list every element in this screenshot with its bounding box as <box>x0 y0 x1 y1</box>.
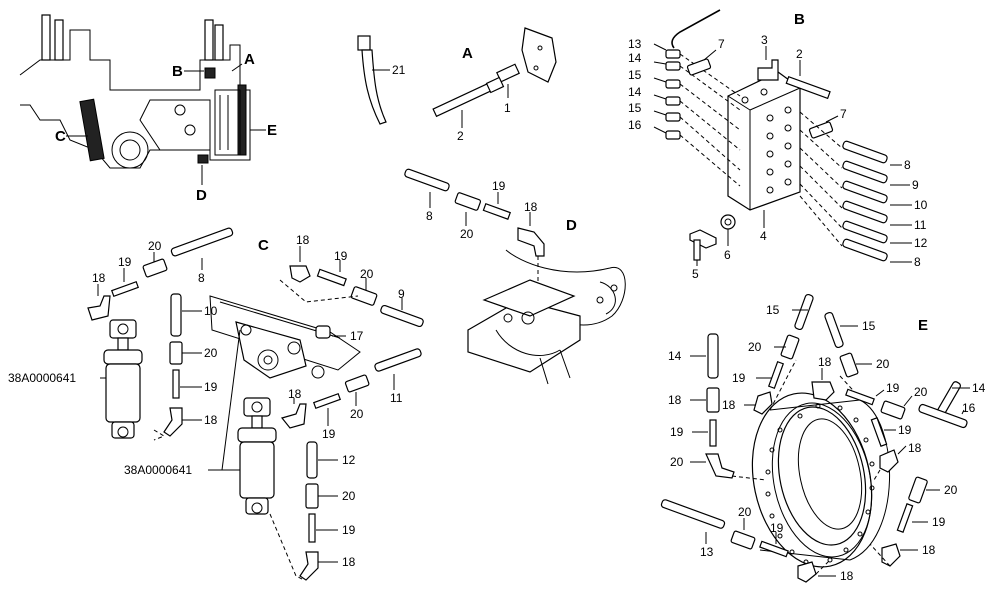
label-c-9: 9 <box>398 287 405 301</box>
label-c-18a: 18 <box>92 271 106 285</box>
ring-bolt-holes <box>765 403 875 565</box>
label-e-19e: 19 <box>670 425 684 439</box>
label-e-14a: 14 <box>668 349 682 363</box>
label-e-20f: 20 <box>738 505 752 519</box>
label-e-18b: 18 <box>818 355 832 369</box>
label-c-20e: 20 <box>342 489 356 503</box>
overview-markers: B A C E D <box>55 51 277 204</box>
label-e-18e: 20 <box>670 455 684 469</box>
section-a: A 2 1 <box>432 27 557 143</box>
label-e-18c: 18 <box>908 441 922 455</box>
marker-b: B <box>172 63 183 80</box>
label-d-20: 20 <box>460 227 474 241</box>
section-d: D 8 20 19 18 <box>404 168 626 385</box>
manifold-ports <box>766 106 792 194</box>
label-e-19f: 19 <box>770 521 784 535</box>
label-a-2: 2 <box>457 129 464 143</box>
label-e-14b: 14 <box>972 381 986 395</box>
label-e-19c: 19 <box>898 423 912 437</box>
label-b-10: 10 <box>914 198 928 212</box>
label-b-8b: 8 <box>914 255 921 269</box>
label-c-20b: 20 <box>360 267 374 281</box>
label-b-14a: 14 <box>628 51 642 65</box>
label-e-20e: 18 <box>668 393 682 407</box>
label-b-12: 12 <box>914 236 928 250</box>
marker-a: A <box>244 51 255 68</box>
label-e-19b: 19 <box>886 381 900 395</box>
label-d-8: 8 <box>426 209 433 223</box>
label-b-7a: 7 <box>718 37 725 51</box>
label-c-8: 8 <box>198 271 205 285</box>
label-b-7b: 7 <box>840 107 847 121</box>
label-e-19d: 19 <box>932 515 946 529</box>
label-b-6: 6 <box>724 248 731 262</box>
label-e-20b: 20 <box>876 357 890 371</box>
marker-e: E <box>267 122 277 139</box>
section-a-title: A <box>462 45 473 62</box>
label-c-17: 17 <box>350 329 364 343</box>
label-b-3: 3 <box>761 33 768 47</box>
label-b-13: 13 <box>628 37 642 51</box>
cylinder-left <box>100 319 143 439</box>
frame-linkage <box>209 295 361 379</box>
label-b-2: 2 <box>796 47 803 61</box>
section-b-title: B <box>794 11 805 28</box>
label-c-20a: 20 <box>148 239 162 253</box>
label-e-15a: 15 <box>766 303 780 317</box>
label-b-15b: 15 <box>628 101 642 115</box>
section-d-title: D <box>566 217 577 234</box>
section-c: C 18 19 20 8 38A0000641 10 2 <box>8 227 424 581</box>
label-c-19c: 19 <box>204 380 218 394</box>
label-c-20d: 20 <box>350 407 364 421</box>
assembly-code-1: 38A0000641 <box>8 371 76 385</box>
section-c-title: C <box>258 237 269 254</box>
label-21: 21 <box>392 63 406 77</box>
label-e-18f: 18 <box>840 569 854 583</box>
label-b-5: 5 <box>692 267 699 281</box>
label-c-19d: 19 <box>322 427 336 441</box>
section-e-title: E <box>918 317 928 334</box>
marker-d: D <box>196 187 207 204</box>
label-b-14b: 14 <box>628 85 642 99</box>
label-e-20a: 20 <box>748 340 762 354</box>
label-e-15b: 15 <box>862 319 876 333</box>
label-b-16: 16 <box>628 118 642 132</box>
section-e: E 15 15 20 <box>660 293 986 583</box>
label-c-18c: 18 <box>204 413 218 427</box>
right-hoses <box>842 140 888 262</box>
label-b-9: 9 <box>912 178 919 192</box>
label-e-18d: 18 <box>922 543 936 557</box>
label-c-12: 12 <box>342 453 356 467</box>
label-b-11: 11 <box>914 218 927 232</box>
label-c-20c: 20 <box>204 346 218 360</box>
cable-tie: 21 <box>357 35 406 125</box>
label-e-19a: 19 <box>732 371 746 385</box>
label-d-18: 18 <box>524 200 538 214</box>
slewing-ring <box>751 392 891 568</box>
label-e-13: 13 <box>700 545 714 559</box>
label-d-19: 19 <box>492 179 506 193</box>
machine-overview <box>19 14 251 169</box>
label-c-18d: 18 <box>288 387 302 401</box>
label-c-19b: 19 <box>334 249 348 263</box>
label-e-18a: 18 <box>722 398 736 412</box>
label-e-16: 16 <box>962 401 976 415</box>
label-a-1: 1 <box>504 101 511 115</box>
label-b-8a: 8 <box>904 158 911 172</box>
label-c-19e: 19 <box>342 523 356 537</box>
label-c-18e: 18 <box>342 555 356 569</box>
label-b-4: 4 <box>760 229 767 243</box>
label-c-18b: 18 <box>296 233 310 247</box>
label-c-19a: 19 <box>118 255 132 269</box>
label-e-20c: 20 <box>914 385 928 399</box>
label-c-11: 11 <box>390 391 403 405</box>
label-b-15a: 15 <box>628 68 642 82</box>
section-b: B 13 14 15 14 15 16 <box>628 9 928 281</box>
assembly-code-2: 38A0000641 <box>124 463 192 477</box>
cylinder-center <box>237 397 277 515</box>
marker-c: C <box>55 128 66 145</box>
label-e-20d: 20 <box>944 483 958 497</box>
